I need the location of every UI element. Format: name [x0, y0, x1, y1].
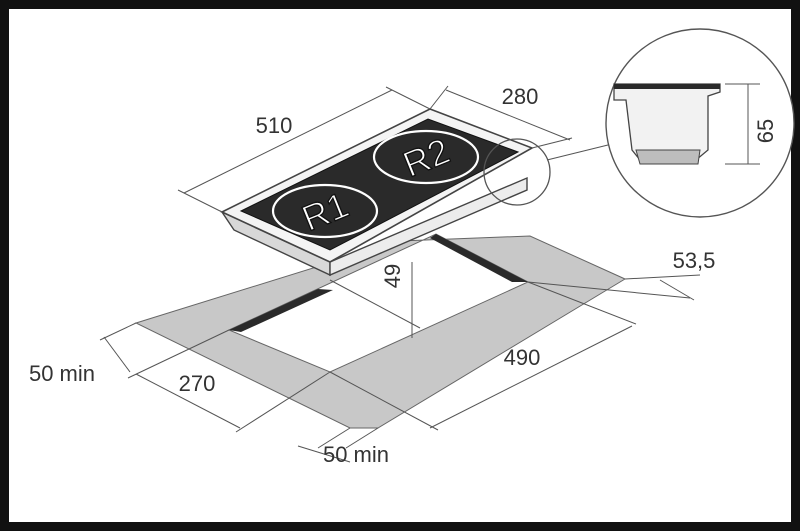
dim-hob-depth: 280 [502, 84, 539, 109]
detail-section [613, 83, 760, 165]
dim-cutout-width: 490 [504, 345, 541, 370]
cutout-wall [229, 289, 333, 332]
dim-right-clearance: 53,5 [673, 248, 716, 273]
burner-r1-ring [271, 183, 379, 239]
dim-detail-height: 65 [753, 119, 778, 143]
dim-cutout-depth-plan: 270 [179, 371, 216, 396]
dim-front-min: 50 min [323, 442, 389, 467]
burner-r2-ring [372, 129, 480, 185]
detail-marker-circle [483, 138, 551, 206]
dim-cutout-depth: 49 [380, 264, 405, 288]
hob-underside [329, 176, 528, 277]
hob-glass [239, 118, 520, 251]
cutout-wall-right [430, 234, 528, 282]
dim-left-min: 50 min [29, 361, 95, 386]
dim-hob-width: 510 [256, 113, 293, 138]
